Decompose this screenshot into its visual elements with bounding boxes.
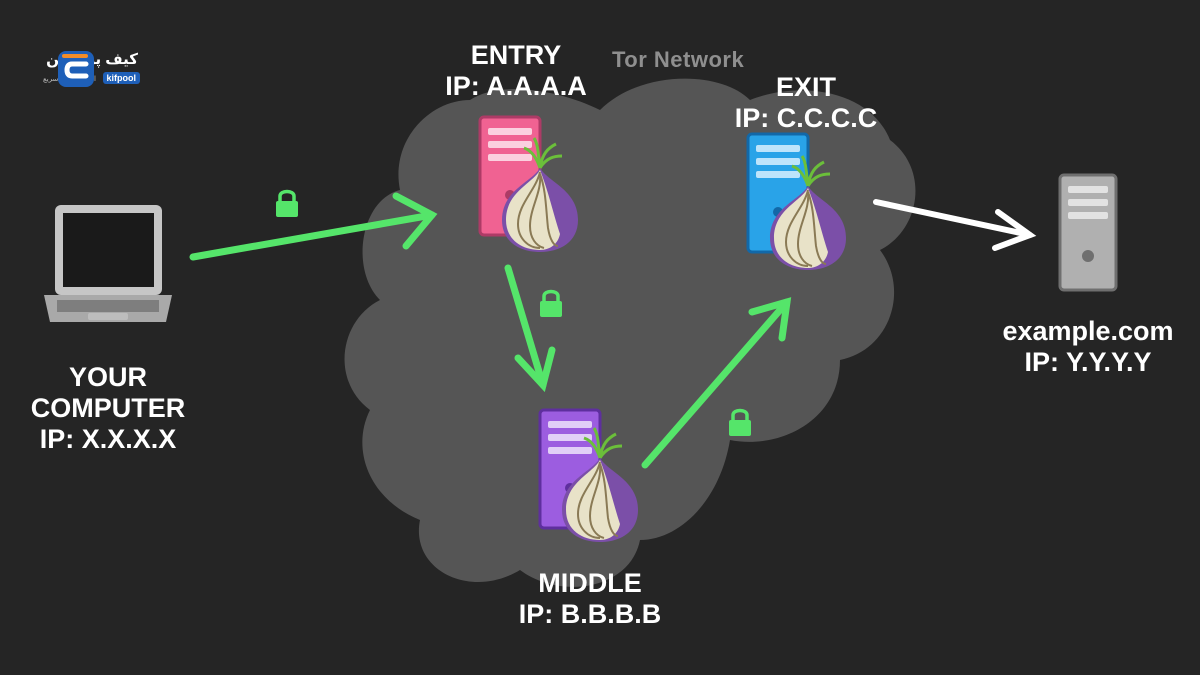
network-title: Tor Network: [612, 47, 745, 72]
middle-ip: IP: B.B.B.B: [518, 599, 662, 630]
laptop-icon: [44, 205, 172, 322]
middle-name: MIDDLE: [538, 568, 642, 598]
exit-label: EXIT IP: C.C.C.C: [726, 72, 886, 134]
destination-label: example.com IP: Y.Y.Y.Y: [988, 316, 1188, 378]
arrow-exit-to-destination: [873, 199, 1033, 238]
encrypted-arrows: [189, 192, 792, 469]
plain-arrow: [873, 199, 1037, 251]
computer-line1: YOUR: [68, 362, 147, 392]
wallet-icon: [58, 51, 94, 87]
arrow-entry-to-middle: [504, 264, 547, 389]
lock-icon: [274, 189, 300, 219]
entry-label: ENTRY IP: A.A.A.A: [436, 40, 596, 102]
server-icon: [1058, 173, 1118, 292]
arrow-computer-to-entry: [189, 211, 436, 261]
destination-name: example.com: [1002, 316, 1174, 346]
computer-ip: IP: X.X.X.X: [39, 424, 177, 455]
brand-logo: کیف پول من امن، آسان و سریع kifpool: [43, 48, 186, 90]
destination-ip: IP: Y.Y.Y.Y: [1024, 347, 1152, 378]
middle-label: MIDDLE IP: B.B.B.B: [505, 568, 675, 630]
entry-name: ENTRY: [470, 40, 562, 70]
exit-name: EXIT: [775, 72, 836, 102]
brand-name-en: kifpool: [102, 72, 140, 84]
computer-label: YOUR COMPUTER IP: X.X.X.X: [18, 362, 198, 455]
entry-ip: IP: A.A.A.A: [445, 71, 587, 102]
exit-ip: IP: C.C.C.C: [734, 103, 878, 134]
arrow-middle-to-exit: [641, 298, 791, 469]
computer-line2: COMPUTER: [30, 393, 186, 424]
